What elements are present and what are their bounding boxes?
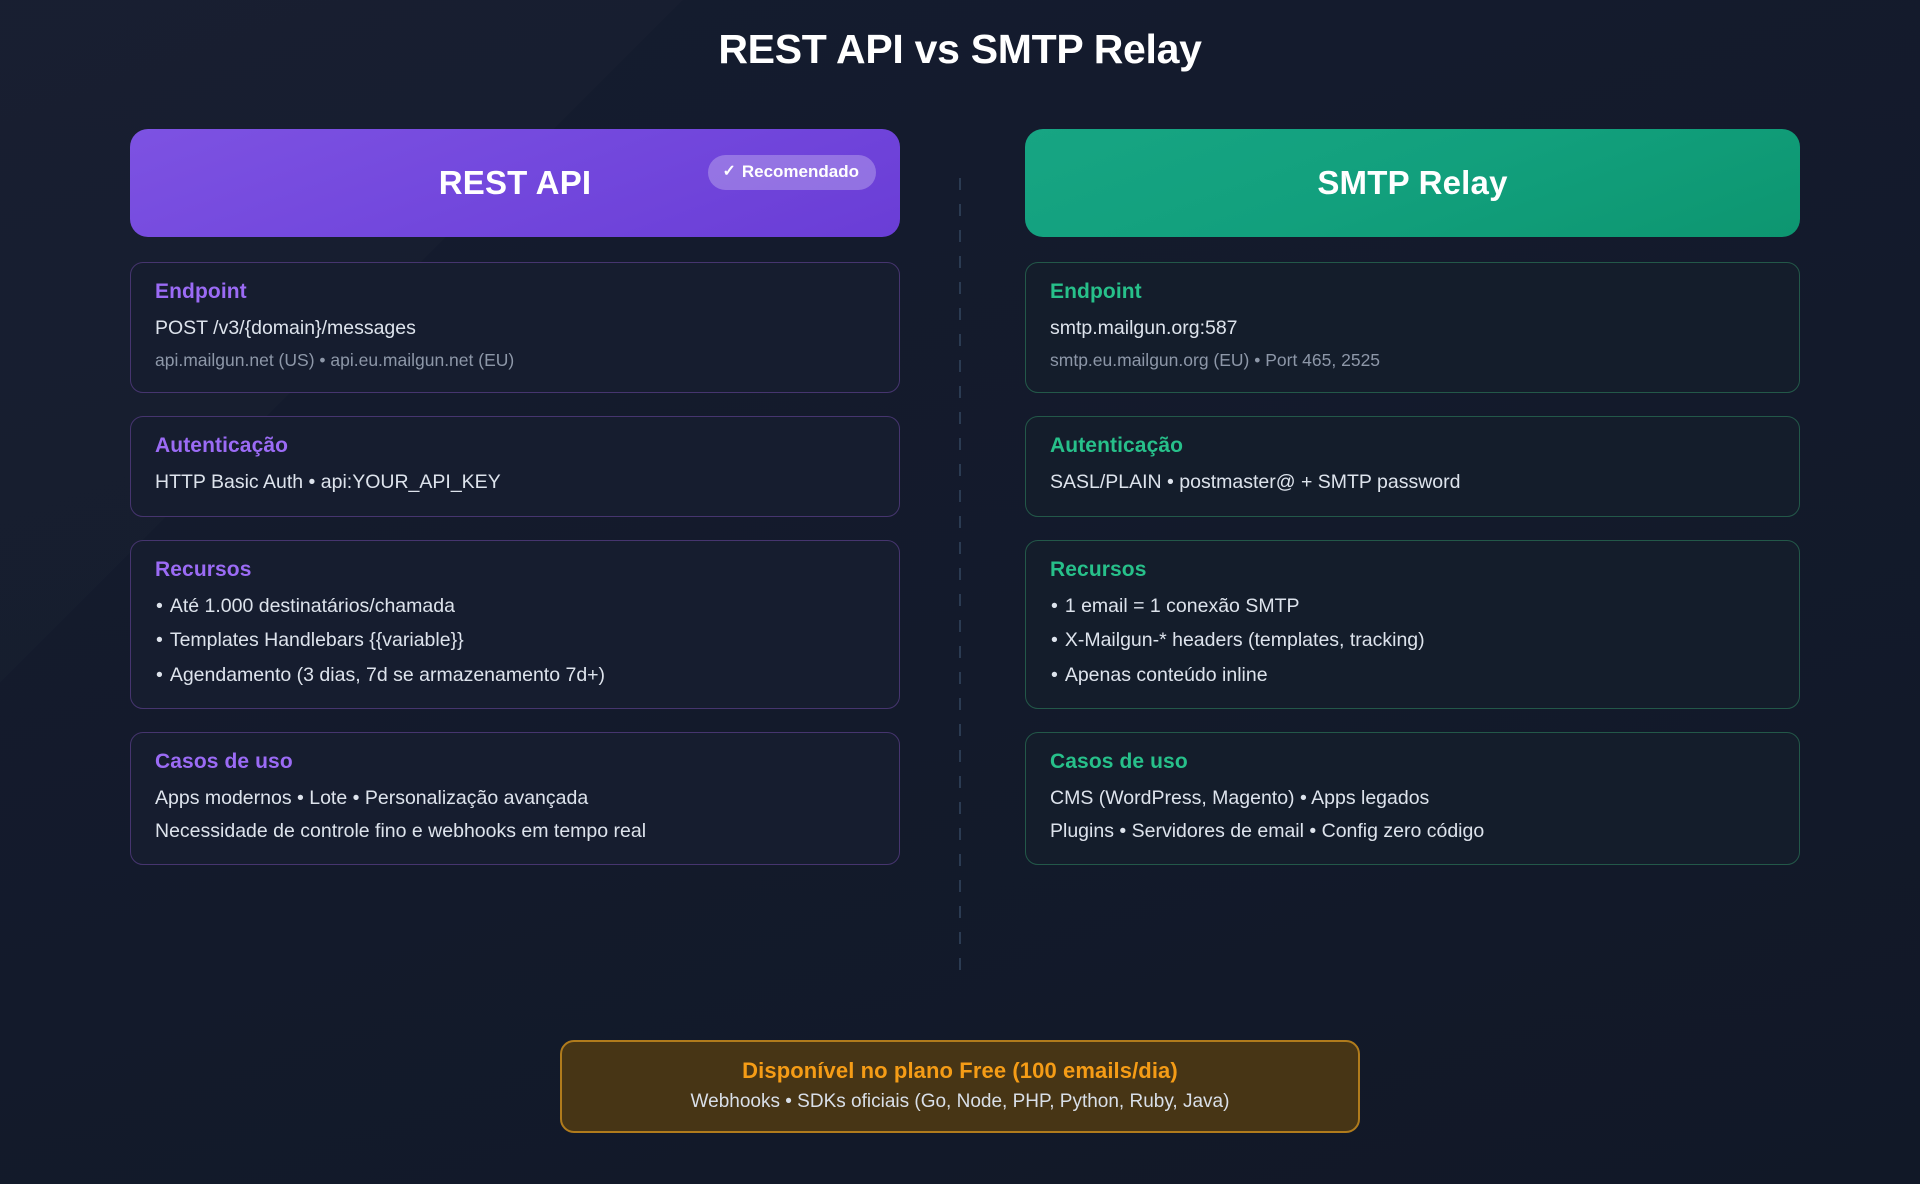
feature-list: • Até 1.000 destinatários/chamada • Templa…	[155, 593, 875, 689]
list-item-label: Templates Handlebars {{variable}}	[169, 629, 464, 652]
sections-smtp-relay: Endpoint smtp.mailgun.org:587 smtp.eu.ma…	[1025, 262, 1800, 865]
card-header-title: SMTP Relay	[1317, 164, 1508, 201]
section-label: Recursos	[155, 557, 252, 581]
card-header-rest-api[interactable]: REST API ✓ Recomendado	[130, 129, 900, 237]
list-item: • X-Mailgun-* headers (templates, trackin…	[1050, 627, 1775, 654]
list-item-label: Até 1.000 destinatários/chamada	[169, 594, 455, 617]
section-label: Casos de uso	[155, 749, 293, 773]
section-auth-smtp: Autenticação SASL/PLAIN • postmaster@ + …	[1025, 415, 1800, 517]
list-item: • 1 email = 1 conexão SMTP	[1050, 593, 1775, 620]
bullet-icon: •	[156, 629, 163, 652]
bullet-icon: •	[1051, 594, 1058, 617]
section-usecases-rest: Casos de uso Apps modernos • Lote • Pers…	[130, 731, 900, 865]
usecase-line: CMS (WordPress, Magento) • Apps legados	[1050, 786, 1430, 809]
section-label: Endpoint	[1050, 280, 1142, 303]
section-label: Autenticação	[155, 433, 289, 457]
section-main-text: SASL/PLAIN • postmaster@ + SMTP password	[1050, 470, 1461, 493]
free-plan-banner-subtitle: Webhooks • SDKs oficiais (Go, Node, PHP,…	[690, 1091, 1230, 1112]
section-endpoint-smtp: Endpoint smtp.mailgun.org:587 smtp.eu.ma…	[1025, 262, 1800, 393]
section-features-rest: Recursos • Até 1.000 destinatários/chamad…	[130, 539, 900, 709]
card-header-title: REST API	[438, 164, 592, 201]
list-item: • Até 1.000 destinatários/chamada	[155, 593, 875, 620]
section-usecases-smtp: Casos de uso CMS (WordPress, Magento) • …	[1025, 731, 1800, 865]
list-item-label: Agendamento (3 dias, 7d se armazenamento…	[169, 664, 606, 687]
section-label: Recursos	[1050, 557, 1147, 581]
page-title: REST API vs SMTP Relay	[718, 26, 1202, 72]
section-endpoint-rest: Endpoint POST /v3/{domain}/messages api.…	[130, 262, 900, 393]
recommended-badge: ✓ Recomendado	[708, 155, 876, 190]
bullet-icon: •	[156, 664, 163, 687]
column-divider	[959, 178, 961, 978]
section-main-text: smtp.mailgun.org:587	[1050, 317, 1238, 339]
free-plan-banner: Disponível no plano Free (100 emails/dia…	[560, 1040, 1360, 1133]
sections-rest-api: Endpoint POST /v3/{domain}/messages api.…	[130, 262, 900, 865]
feature-list: • 1 email = 1 conexão SMTP • X-Mailgun-* h…	[1050, 593, 1775, 689]
section-sub-text: smtp.eu.mailgun.org (EU) • Port 465, 252…	[1050, 349, 1381, 370]
section-label: Autenticação	[1050, 433, 1184, 457]
list-item: • Apenas conteúdo inline	[1050, 662, 1775, 689]
column-smtp-relay: SMTP Relay Endpoint smtp.mailgun.org:587…	[1025, 129, 1800, 865]
column-rest-api: REST API ✓ Recomendado Endpoint POST /v3…	[130, 129, 900, 865]
free-plan-banner-title: Disponível no plano Free (100 emails/dia…	[742, 1058, 1178, 1083]
bullet-icon: •	[156, 594, 163, 617]
section-main-text: HTTP Basic Auth • api:YOUR_API_KEY	[155, 470, 501, 493]
list-item-label: 1 email = 1 conexão SMTP	[1064, 594, 1300, 617]
bullet-icon: •	[1051, 664, 1058, 687]
section-main-text: POST /v3/{domain}/messages	[155, 317, 416, 339]
usecase-line: Necessidade de controle fino e webhooks …	[155, 820, 647, 843]
section-features-smtp: Recursos • 1 email = 1 conexão SMTP • X-Ma…	[1025, 539, 1800, 709]
section-label: Casos de uso	[1050, 749, 1188, 773]
section-label: Endpoint	[155, 280, 247, 303]
recommended-badge-label: Recomendado	[741, 162, 859, 181]
section-sub-text: api.mailgun.net (US) • api.eu.mailgun.ne…	[155, 349, 515, 370]
list-item: • Agendamento (3 dias, 7d se armazenament…	[155, 662, 875, 689]
list-item: • Templates Handlebars {{variable}}	[155, 627, 875, 654]
usecase-line: Plugins • Servidores de email • Config z…	[1050, 820, 1485, 843]
section-auth-rest: Autenticação HTTP Basic Auth • api:YOUR_…	[130, 415, 900, 517]
list-item-label: Apenas conteúdo inline	[1064, 664, 1268, 687]
card-header-smtp-relay[interactable]: SMTP Relay	[1025, 129, 1800, 237]
usecase-line: Apps modernos • Lote • Personalização av…	[155, 786, 589, 809]
list-item-label: X-Mailgun-* headers (templates, tracking…	[1064, 629, 1425, 652]
check-icon: ✓	[722, 163, 736, 180]
bullet-icon: •	[1051, 629, 1058, 652]
